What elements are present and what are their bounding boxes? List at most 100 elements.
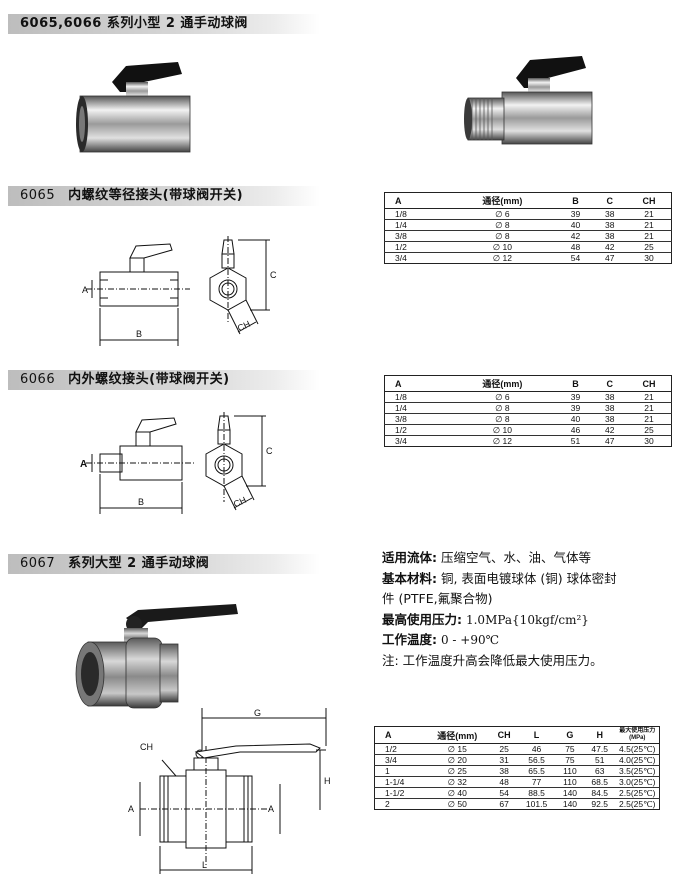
section-title: 内螺纹等径接头(带球阀开关)	[68, 188, 244, 203]
table-header-row: A 通径(mm) B C CH	[384, 192, 672, 209]
cell: 47	[605, 253, 615, 263]
cell: 101.5	[525, 799, 548, 809]
cell: 1	[374, 765, 424, 777]
cell: 1-1/4	[374, 776, 424, 788]
cell: 25	[626, 424, 672, 436]
dim-ch-label: CH	[236, 319, 252, 334]
cell: ∅ 40	[423, 787, 492, 799]
cell: 21	[626, 230, 672, 242]
cell: 30	[644, 436, 654, 446]
cell: 1/2	[384, 241, 447, 253]
dim-b-label: B	[136, 329, 142, 339]
cell: 21	[626, 219, 672, 231]
cell: 51	[583, 754, 616, 766]
dim-a-label: A	[82, 285, 88, 295]
cell: 3.5(25℃)	[615, 765, 660, 777]
cell: ∅ 20	[423, 754, 492, 766]
cell: 21	[626, 402, 672, 414]
cell: 21	[626, 413, 672, 425]
section-banner-6065: 6065 内螺纹等径接头(带球阀开关)	[8, 186, 320, 206]
cell: ∅ 25	[423, 765, 492, 777]
cell: ∅ 10	[446, 424, 559, 436]
col-header: A	[384, 375, 447, 392]
cell: 4.0(25℃)	[615, 754, 660, 766]
section-banner-6067: 6067 系列大型 2 通手动球阀	[8, 554, 320, 574]
info-fluid: 适用流体: 压缩空气、水、油、气体等	[382, 548, 672, 569]
cell: 39	[558, 391, 593, 403]
cell: 21	[626, 208, 672, 220]
cell: 40	[558, 219, 593, 231]
info-label: 最高使用压力:	[382, 611, 462, 627]
cell: 3.0(25℃)	[615, 776, 660, 788]
table-header-row: A 通径(mm) B C CH	[384, 375, 672, 392]
cell: ∅ 10	[446, 241, 559, 253]
col-header: 通径(mm)	[446, 192, 559, 209]
cell: ∅ 8	[446, 230, 559, 242]
cell: 39	[558, 402, 593, 414]
col-header: CH	[626, 375, 672, 392]
col-header: G	[555, 726, 584, 744]
col-header: L	[517, 726, 556, 744]
cell: 2	[385, 799, 390, 809]
cell: 1/8	[384, 208, 447, 220]
info-material: 基本材料: 铜, 表面电镀球体 (铜) 球体密封	[382, 569, 672, 590]
col-header: 最大使用压力(MPa)	[615, 726, 660, 744]
col-header: H	[583, 726, 616, 744]
section-title: 6065,6066 系列小型 2 通手动球阀	[20, 16, 248, 31]
info-temp: 工作温度: 0 - +90℃	[382, 630, 672, 651]
cell: 48	[491, 776, 518, 788]
cell: ∅ 32	[423, 776, 492, 788]
drawing-6066: A B C CH	[76, 410, 276, 522]
col-header: C	[592, 192, 627, 209]
cell: 42	[592, 241, 627, 253]
cell: 1/2	[384, 424, 447, 436]
cell: 140	[562, 799, 578, 809]
cell: ∅ 12	[492, 253, 513, 263]
dim-a-label-left: A	[128, 804, 134, 814]
drawing-6067: G CH A A H L	[120, 706, 340, 886]
cell: 46	[517, 743, 556, 755]
cell: 3/8	[384, 413, 447, 425]
cell: 47.5	[583, 743, 616, 755]
cell: 51	[570, 436, 581, 446]
cell: ∅ 8	[446, 413, 559, 425]
cell: 1/4	[384, 219, 447, 231]
dim-a-label: A	[80, 459, 87, 470]
cell: 42	[592, 424, 627, 436]
col-header: CH	[491, 726, 518, 744]
cell: ∅ 15	[423, 743, 492, 755]
section-banner-6065-6066: 6065,6066 系列小型 2 通手动球阀	[8, 14, 320, 34]
section-title: 内外螺纹接头(带球阀开关)	[68, 372, 230, 387]
info-value: 件 (PTFE,氟聚合物)	[382, 591, 493, 606]
section-code: 6066	[20, 372, 56, 387]
cell: 68.5	[583, 776, 616, 788]
cell: 54	[570, 253, 581, 263]
info-pressure: 最高使用压力: 1.0MPa{10kgf/cm²}	[382, 610, 672, 631]
cell: ∅ 8	[446, 219, 559, 231]
cell: 75	[555, 754, 584, 766]
cell: 46	[558, 424, 593, 436]
table-header-row: A 通径(mm) CH L G H 最大使用压力(MPa)	[374, 726, 660, 744]
col-header: C	[592, 375, 627, 392]
col-header: A	[384, 192, 447, 209]
cell: 4.5(25℃)	[615, 743, 660, 755]
cell: ∅ 12	[492, 436, 513, 446]
cell: 65.5	[517, 765, 556, 777]
valve-6067-photo	[66, 600, 246, 712]
cell: 38	[592, 219, 627, 231]
cell: 3/4	[395, 253, 407, 263]
cell: 77	[517, 776, 556, 788]
cell: 1-1/2	[374, 787, 424, 799]
info-value: 压缩空气、水、油、气体等	[440, 550, 591, 565]
cell: ∅ 6	[446, 391, 559, 403]
cell: 2.5(25℃)	[619, 799, 656, 809]
